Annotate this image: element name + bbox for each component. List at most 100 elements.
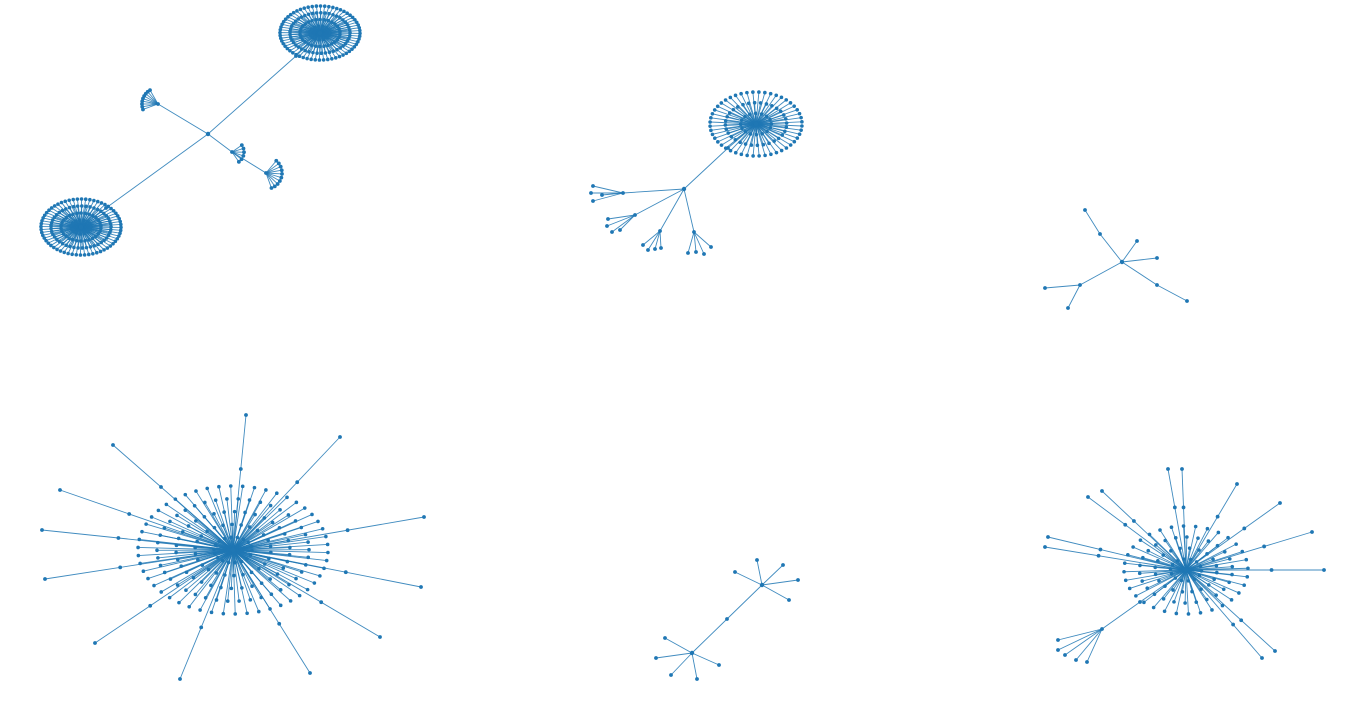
graph-4-leaf [262, 516, 267, 520]
graph-2-cluster-edge [755, 93, 772, 125]
graph-5-leaf [669, 673, 673, 677]
graph-1-bridge [105, 133, 209, 209]
graph-1-cluster-a-leaf [334, 6, 339, 11]
graph-4-leaf [193, 592, 198, 597]
graph-4-leaf [196, 557, 200, 562]
graph-1-fan-a-leaf [140, 102, 144, 106]
graph-6-leaf [1158, 528, 1162, 532]
graph-2-cluster-leaf [768, 91, 773, 96]
graph-1-cluster-a-leaf [309, 43, 314, 48]
graph-1-cluster-b-leaf [70, 221, 75, 225]
graph-1-cluster-b-leaf [74, 231, 79, 236]
graph-2-cluster-edge [755, 109, 798, 125]
graph-2-cluster-leaf [799, 115, 803, 120]
graph-1-cluster-b-leaf [67, 213, 72, 218]
graph-4-leaf [144, 522, 148, 526]
graph-2-cluster-edge [717, 123, 757, 143]
graph-2-cluster-edge [712, 113, 757, 125]
graph-1-cluster-b-leaf [57, 239, 62, 244]
graph-4-leaf [93, 641, 97, 645]
graph-3-edge [1121, 261, 1158, 286]
graph-1-cluster-a-leaf [289, 24, 294, 29]
graph-2-cluster-leaf [795, 107, 800, 112]
graph-6-leaf [1206, 583, 1211, 587]
graph-6-spoke [1185, 502, 1281, 571]
graph-1-cluster-a-leaf [358, 31, 362, 36]
graph-6-leaf [1173, 536, 1178, 540]
graph-1-cluster-a-leaf [342, 9, 346, 14]
graph-1-cluster-a-leaf [317, 37, 322, 42]
graph-4-leaf [258, 500, 263, 505]
graph-1-cluster-a-leaf [298, 32, 302, 37]
graph-1-cluster-b-leaf [85, 219, 90, 224]
graph-5-edge [664, 637, 693, 654]
graph-1-cluster-b-leaf [83, 211, 88, 216]
graph-1-cluster-a-leaf [303, 40, 307, 44]
graph-6-spoke [1087, 496, 1187, 571]
graph-6-spoke [1185, 483, 1238, 571]
graph-2-cluster-edge [714, 109, 757, 125]
graph-1-cluster-a-leaf [306, 42, 310, 46]
graph-4-leaf [308, 671, 312, 675]
graph-1-cluster-a-leaf [280, 22, 284, 27]
graph-5-edge [761, 584, 790, 601]
graph-4-edge [232, 514, 313, 551]
graph-6-leaf [1242, 583, 1246, 588]
graph-4-spoke [232, 414, 247, 551]
graph-2-cluster-leaf [739, 152, 744, 157]
graph-4-leaf [213, 543, 218, 547]
graph-4-edge [145, 523, 234, 551]
graph-6-leaf [1211, 557, 1215, 562]
graph-4-leaf [215, 555, 220, 560]
graph-2-edge [622, 188, 685, 194]
graph-2-cluster-leaf [757, 154, 761, 158]
graph-3-leaf [1043, 286, 1047, 290]
graph-6-leaf [1215, 543, 1220, 548]
graph-1-cluster-b-leaf [67, 205, 72, 210]
graph-4-leaf [187, 604, 191, 609]
graph-1-cluster-b-leaf [60, 220, 64, 225]
graph-1-cluster-a-leaf [321, 58, 326, 62]
graph-2-edge [611, 214, 636, 233]
graph-2-cluster-leaf [710, 132, 715, 137]
graph-4-spoke [59, 489, 234, 551]
graph-4-spoke [232, 549, 422, 588]
graph-1-fan-a-edge [145, 93, 159, 105]
graph-2-leaf [659, 246, 663, 250]
graph-1-cluster-b-leaf [108, 222, 113, 226]
graph-2-cluster-leaf [770, 103, 774, 108]
graph-1-cluster-a-leaf [337, 54, 342, 59]
graph-6-leaf [1198, 610, 1203, 615]
graph-2-cluster-hub [753, 121, 759, 127]
graph-2-hub [692, 230, 696, 234]
graph-2-cluster-leaf [751, 90, 755, 94]
graph-4-spoke [232, 549, 381, 638]
graph-1-cluster-a-leaf [345, 39, 350, 43]
graph-6-leaf [1153, 572, 1158, 577]
graph-5-leaf [695, 677, 699, 681]
graph-4-leaf [241, 572, 245, 577]
graph-2-cluster-leaf [740, 126, 744, 131]
graph-5-edge [691, 618, 728, 654]
graph-2-cluster-leaf [709, 128, 713, 133]
graph-1-cluster-b-leaf [92, 244, 97, 248]
graph-1-cluster-b-leaf [119, 225, 123, 230]
graph-4-leaf [259, 581, 264, 586]
graph-1-cluster-b-leaf [67, 236, 71, 241]
graph-2-cluster-leaf [781, 113, 786, 117]
graph-6-leaf [1085, 660, 1089, 664]
graph-1-cluster-b-leaf [39, 224, 43, 229]
graph-3-edge [1044, 284, 1081, 289]
graph-1-cluster-b-leaf [106, 216, 111, 221]
graph-1-cluster-a-leaf [333, 22, 337, 26]
graph-5-leaf [663, 636, 667, 640]
graph-6-spoke [1167, 468, 1187, 571]
graph-4-leaf [219, 585, 223, 590]
graph-4-leaf [268, 503, 273, 508]
graph-4-leaf [162, 526, 167, 530]
graph-4-leaf [193, 551, 198, 556]
graph-1-cluster-b-leaf [82, 231, 87, 236]
graph-1-cluster-a-leaf [319, 51, 324, 56]
graph-3-edge [1099, 233, 1123, 263]
graph-4-leaf [243, 510, 247, 515]
